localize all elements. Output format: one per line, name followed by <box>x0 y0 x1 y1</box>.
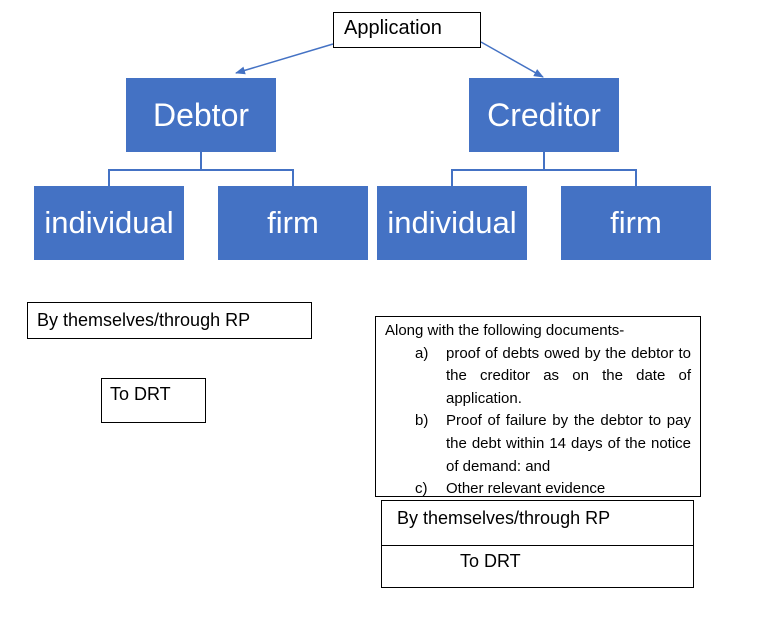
arrow-to-debtor <box>235 43 334 75</box>
debtor-filing-mode-box: By themselves/through RP <box>27 302 312 339</box>
creditor-individual-label: individual <box>387 205 517 240</box>
debtor-node: Debtor <box>126 78 276 152</box>
document-marker: b) <box>415 412 429 430</box>
document-marker: c) <box>415 480 428 498</box>
arrow-to-creditor <box>480 41 544 78</box>
debtor-filing-mode-text: By themselves/through RP <box>37 310 251 330</box>
document-marker: a) <box>415 344 429 362</box>
document-item-b: b) Proof of failure by the debtor to pay… <box>385 410 691 478</box>
creditor-connector-bar <box>451 169 637 186</box>
creditor-filing-mode-text: By themselves/through RP <box>397 508 611 528</box>
debtor-connector-bar <box>108 169 294 186</box>
creditor-individual-node: individual <box>377 186 527 260</box>
debtor-firm-label: firm <box>267 205 319 240</box>
document-item-c: c) Other relevant evidence <box>385 478 691 501</box>
debtor-firm-node: firm <box>218 186 368 260</box>
application-node: Application <box>333 12 481 48</box>
document-text: Proof of failure by the debtor to pay th… <box>446 412 691 475</box>
document-text: proof of debts owed by the debtor to the… <box>446 344 691 407</box>
creditor-node: Creditor <box>469 78 619 152</box>
debtor-individual-label: individual <box>44 205 174 240</box>
creditor-drt-box: To DRT <box>381 545 694 588</box>
document-text: Other relevant evidence <box>446 480 606 498</box>
debtor-drt-box: To DRT <box>101 378 206 423</box>
creditor-firm-label: firm <box>610 205 662 240</box>
debtor-drt-text: To DRT <box>110 384 171 404</box>
debtor-individual-node: individual <box>34 186 184 260</box>
creditor-firm-node: firm <box>561 186 711 260</box>
documents-intro: Along with the following documents- <box>385 322 625 339</box>
debtor-label: Debtor <box>152 96 250 133</box>
creditor-documents-box: Along with the following documents- a) p… <box>375 316 701 497</box>
application-label: Application <box>344 17 442 39</box>
document-item-a: a) proof of debts owed by the debtor to … <box>385 343 691 411</box>
creditor-filing-mode-box: By themselves/through RP <box>381 500 694 546</box>
creditor-label: Creditor <box>487 96 601 133</box>
creditor-drt-text: To DRT <box>460 551 521 571</box>
